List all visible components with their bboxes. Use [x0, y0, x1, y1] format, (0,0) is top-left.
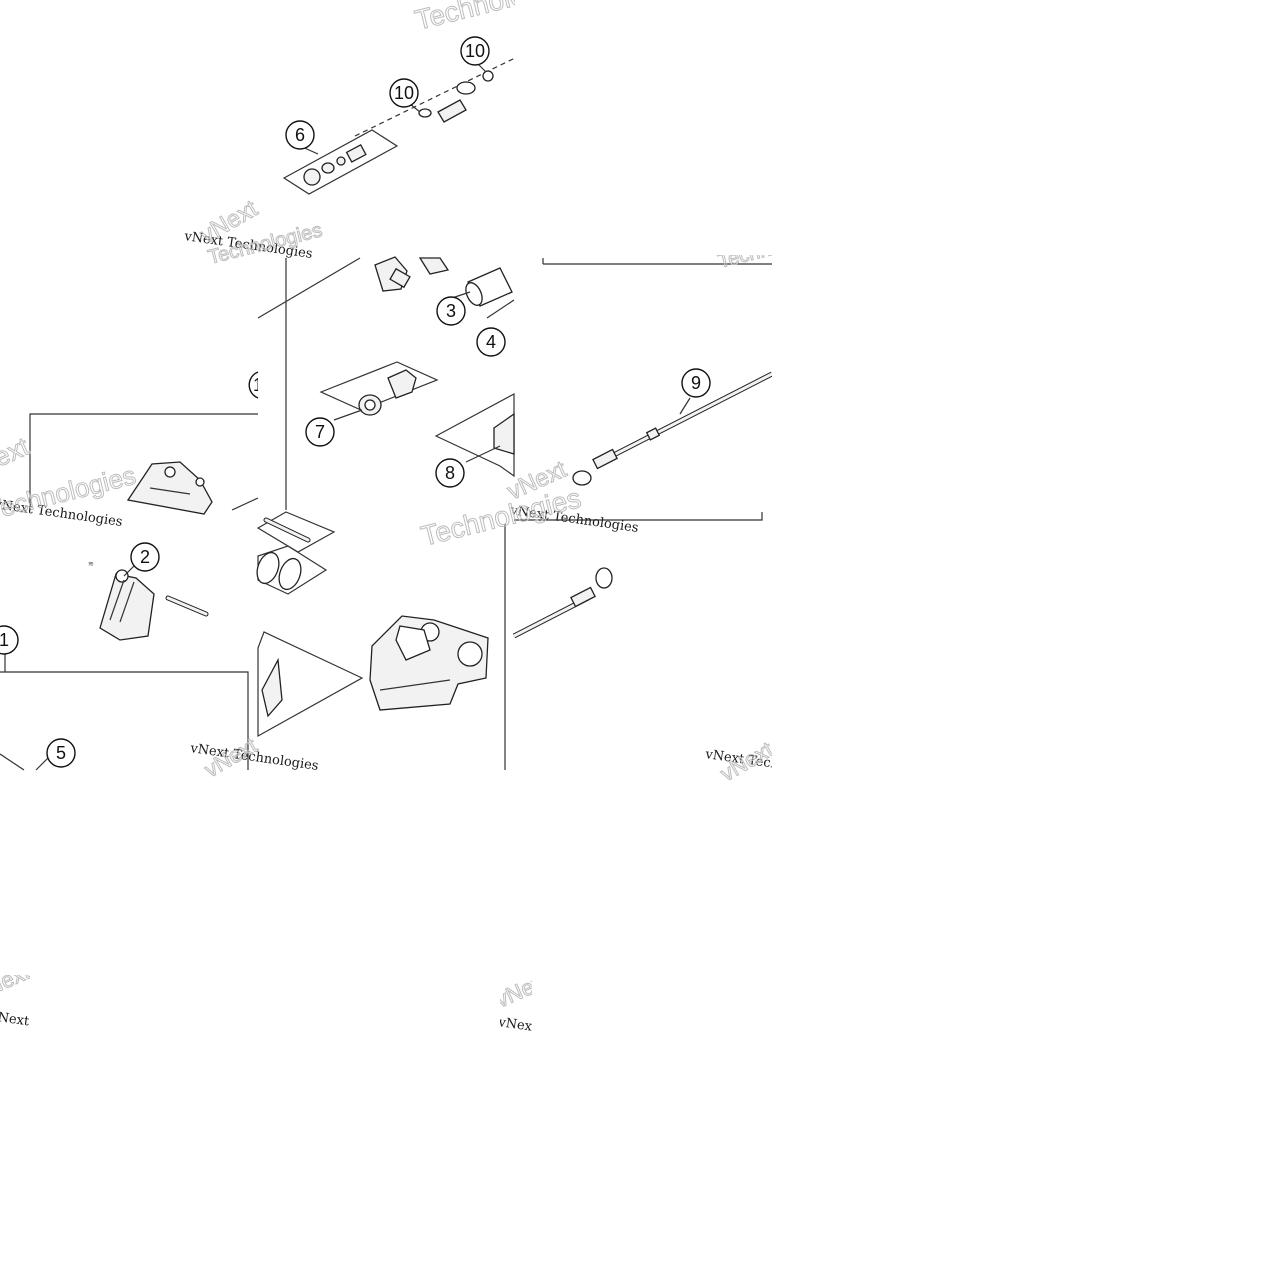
callout-1-partial[interactable]: 1	[248, 371, 263, 399]
svg-text:1: 1	[253, 375, 263, 395]
svg-text:10: 10	[394, 83, 414, 103]
o-ring-part	[256, 551, 280, 585]
kit-box-pin	[256, 511, 336, 553]
tile-lower-middle	[256, 511, 506, 770]
banjo-fitting-part	[418, 70, 494, 123]
kit-box-4-edge	[486, 299, 515, 319]
o-ring-part-2	[278, 557, 302, 591]
anchor-plate-part	[261, 657, 283, 718]
bleeder-kit-part	[303, 143, 367, 186]
kit-frame-line	[0, 671, 249, 770]
seal-kit-part	[358, 369, 417, 416]
piston-part	[465, 267, 513, 307]
svg-text:4: 4	[486, 332, 496, 352]
brake-pad-part	[99, 569, 155, 641]
assembly-frame-line	[29, 413, 258, 510]
tile-middle	[257, 256, 515, 510]
brake-caliper-part	[126, 461, 213, 515]
callout-3[interactable]: 3	[436, 296, 466, 326]
callouts: 6 10 10 3 4 1 7 8	[0, 36, 711, 768]
svg-text:10: 10	[465, 41, 485, 61]
kit-box-7	[319, 361, 439, 411]
svg-text:5: 5	[56, 743, 66, 763]
tile-right	[514, 258, 774, 521]
caliper-support-bracket-part	[369, 615, 489, 711]
watermark-outline: vNext	[716, 737, 777, 787]
leader-10b	[477, 63, 487, 73]
callout-10-b[interactable]: 10	[460, 36, 490, 66]
callout-5[interactable]: 5	[46, 738, 76, 768]
pad-label-glyph: ≋	[88, 560, 94, 568]
callout-8[interactable]: 8	[435, 458, 465, 488]
pad-pin-part	[165, 595, 209, 617]
tile-top-left	[282, 57, 516, 195]
brake-hose-part	[572, 371, 774, 486]
leader-5	[35, 757, 49, 771]
leader-9	[679, 397, 691, 415]
hose-axis-line	[354, 57, 516, 137]
svg-text:8: 8	[445, 463, 455, 483]
callout-7[interactable]: 7	[305, 417, 335, 447]
callout-9[interactable]: 9	[681, 368, 711, 398]
watermark-outline: vNext	[0, 431, 34, 486]
callout-6[interactable]: 6	[285, 120, 315, 150]
hose-end-fitting-part	[570, 586, 596, 608]
watermark-outline: Technologies	[418, 482, 584, 552]
kit-box-6	[282, 129, 399, 195]
leader-2	[123, 565, 135, 577]
leader-7	[333, 409, 363, 421]
svg-text:1: 1	[0, 630, 9, 650]
tile-lower-left: ≋	[0, 560, 249, 771]
hose-banjo-eye-part	[595, 567, 613, 589]
slide-pin-part	[374, 256, 411, 292]
leader-5-part	[0, 753, 25, 771]
caliper-body-part	[493, 412, 515, 455]
frame-diag-line	[257, 257, 361, 319]
callout-10-a[interactable]: 10	[389, 78, 419, 108]
svg-text:7: 7	[315, 422, 325, 442]
frame-bottom-line	[514, 512, 763, 521]
svg-text:3: 3	[446, 301, 456, 321]
callout-4[interactable]: 4	[476, 327, 506, 357]
watermark-outline: vNext	[200, 733, 261, 783]
kit-box-anchor	[257, 631, 364, 738]
caliper-edge-line	[231, 497, 259, 511]
leader-8	[465, 445, 501, 463]
tile-lower-right	[512, 567, 613, 639]
caliper-bracket-top-part	[418, 257, 450, 275]
tile-left	[29, 413, 259, 515]
svg-text:6: 6	[295, 125, 305, 145]
callout-2[interactable]: 2	[130, 542, 160, 572]
svg-text:2: 2	[140, 547, 150, 567]
svg-text:9: 9	[691, 373, 701, 393]
callout-1[interactable]: 1	[0, 625, 19, 655]
